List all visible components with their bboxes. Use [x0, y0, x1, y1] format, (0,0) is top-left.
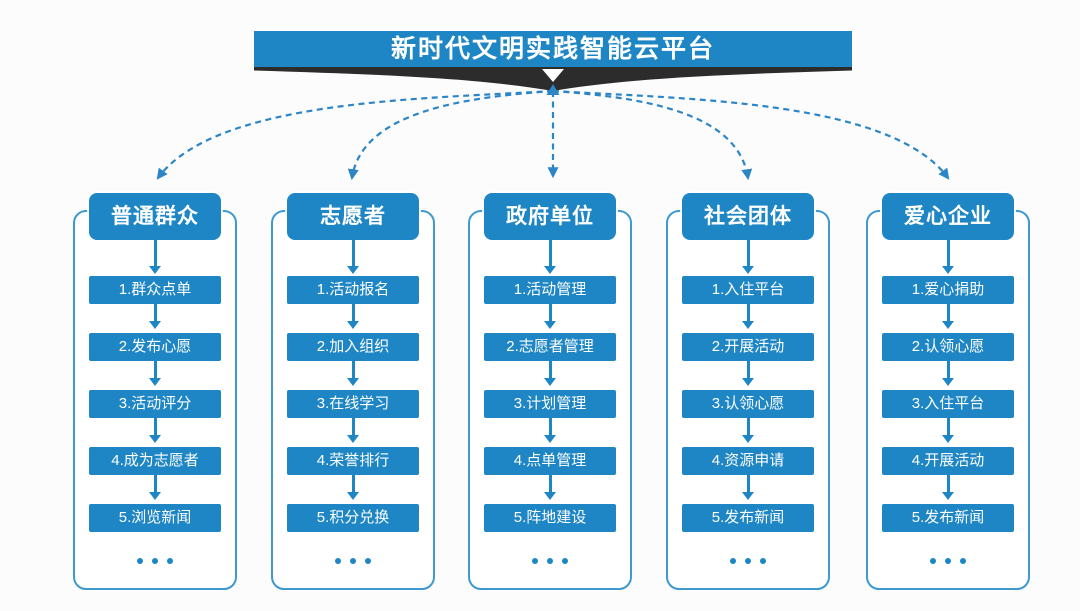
- step-box: 5.发布新闻: [882, 504, 1014, 532]
- down-arrow: [153, 240, 157, 266]
- down-arrow: [946, 240, 950, 266]
- step-box: 2.加入组织: [287, 333, 419, 361]
- down-arrow: [351, 418, 355, 435]
- column-volunteer-header: 志愿者: [287, 193, 419, 240]
- down-arrow: [548, 304, 552, 321]
- down-arrow: [746, 304, 750, 321]
- down-arrow: [946, 304, 950, 321]
- title-ribbon: [254, 67, 852, 91]
- dashed-link-to-social-group: [552, 89, 753, 181]
- step-box: 4.资源申请: [682, 447, 814, 475]
- ellipsis-dots: [866, 558, 1030, 564]
- step-box: 5.发布新闻: [682, 504, 814, 532]
- step-box: 1.群众点单: [89, 276, 221, 304]
- step-box: 5.积分兑换: [287, 504, 419, 532]
- column-public: 普通群众 1.群众点单 2.发布心愿 3.活动评分 4.成为志愿者 5.浏览新闻: [73, 193, 237, 590]
- step-box: 4.点单管理: [484, 447, 616, 475]
- down-arrow: [946, 361, 950, 378]
- step-box: 1.爱心捐助: [882, 276, 1014, 304]
- step-box: 2.发布心愿: [89, 333, 221, 361]
- ellipsis-dots: [468, 558, 632, 564]
- down-arrow: [946, 418, 950, 435]
- column-enterprise-header: 爱心企业: [882, 193, 1014, 240]
- step-box: 4.开展活动: [882, 447, 1014, 475]
- dashed-link-to-volunteer: [347, 89, 554, 181]
- step-box: 1.入住平台: [682, 276, 814, 304]
- column-volunteer: 志愿者 1.活动报名 2.加入组织 3.在线学习 4.荣誉排行 5.积分兑换: [271, 193, 435, 590]
- ellipsis-dots: [271, 558, 435, 564]
- down-arrow: [746, 240, 750, 266]
- platform-title-bar: 新时代文明实践智能云平台: [254, 31, 852, 67]
- down-arrow: [548, 475, 552, 492]
- down-arrow: [548, 240, 552, 266]
- dashed-link-to-public: [156, 89, 554, 180]
- step-box: 2.认领心愿: [882, 333, 1014, 361]
- step-box: 2.开展活动: [682, 333, 814, 361]
- column-social-group: 社会团体 1.入住平台 2.开展活动 3.认领心愿 4.资源申请 5.发布新闻: [666, 193, 830, 590]
- column-public-header: 普通群众: [89, 193, 221, 240]
- dashed-link-to-enterprise: [552, 89, 950, 180]
- column-enterprise: 爱心企业 1.爱心捐助 2.认领心愿 3.入住平台 4.开展活动 5.发布新闻: [866, 193, 1030, 590]
- column-social-group-header: 社会团体: [682, 193, 814, 240]
- step-box: 1.活动报名: [287, 276, 419, 304]
- step-box: 3.认领心愿: [682, 390, 814, 418]
- down-arrow: [746, 361, 750, 378]
- step-box: 1.活动管理: [484, 276, 616, 304]
- down-arrow: [153, 475, 157, 492]
- step-box: 3.活动评分: [89, 390, 221, 418]
- column-government-header: 政府单位: [484, 193, 616, 240]
- down-arrow: [153, 418, 157, 435]
- step-box: 3.计划管理: [484, 390, 616, 418]
- down-arrow: [153, 361, 157, 378]
- down-arrow: [351, 304, 355, 321]
- down-arrow: [153, 304, 157, 321]
- down-arrow: [746, 418, 750, 435]
- down-arrow: [351, 475, 355, 492]
- step-box: 3.入住平台: [882, 390, 1014, 418]
- down-arrow: [351, 361, 355, 378]
- step-box: 4.成为志愿者: [89, 447, 221, 475]
- down-arrow: [946, 475, 950, 492]
- step-box: 5.阵地建设: [484, 504, 616, 532]
- down-arrow: [351, 240, 355, 266]
- chevron-down-icon: [542, 69, 564, 82]
- ellipsis-dots: [666, 558, 830, 564]
- step-box: 3.在线学习: [287, 390, 419, 418]
- down-arrow: [548, 418, 552, 435]
- platform-title: 新时代文明实践智能云平台: [390, 35, 715, 63]
- down-arrow: [548, 361, 552, 378]
- ellipsis-dots: [73, 558, 237, 564]
- down-arrow: [746, 475, 750, 492]
- step-box: 4.荣誉排行: [287, 447, 419, 475]
- step-box: 2.志愿者管理: [484, 333, 616, 361]
- column-government: 政府单位 1.活动管理 2.志愿者管理 3.计划管理 4.点单管理 5.阵地建设: [468, 193, 632, 590]
- step-box: 5.浏览新闻: [89, 504, 221, 532]
